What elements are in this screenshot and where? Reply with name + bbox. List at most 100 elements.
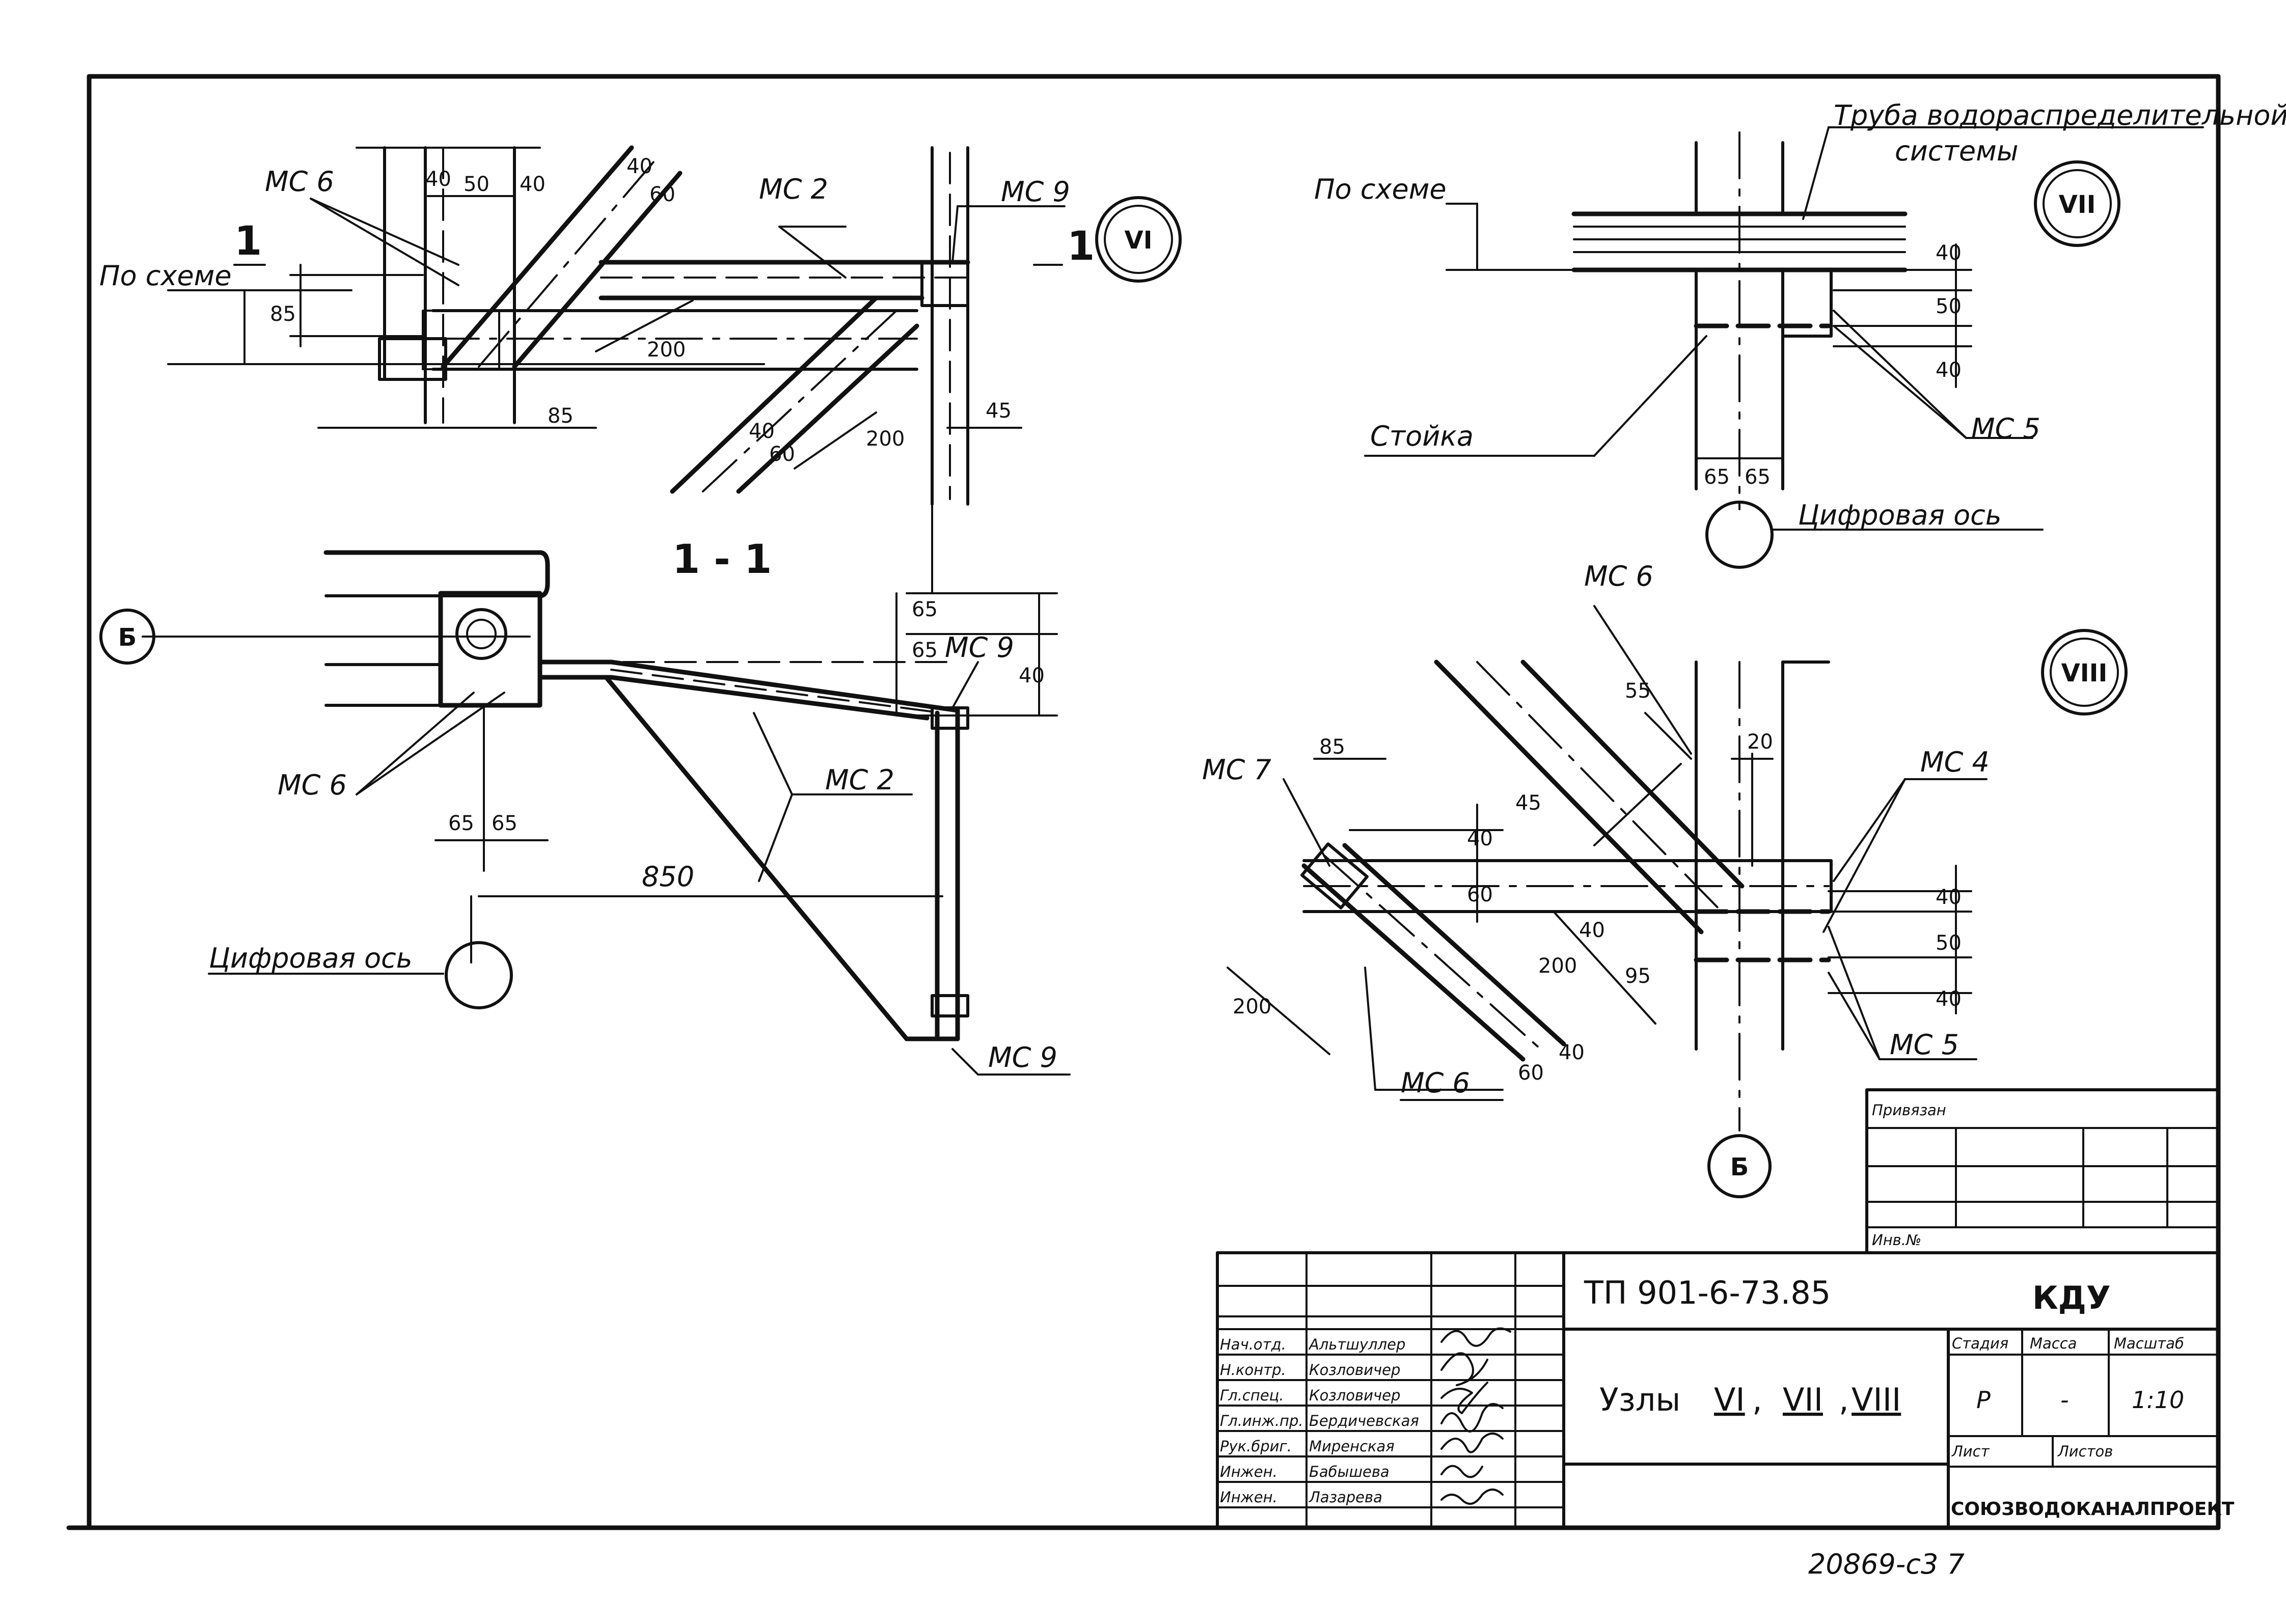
signer-role: Нач.отд. <box>1220 1336 1286 1353</box>
signer-name: Козловичер <box>1309 1387 1400 1404</box>
label-cifrovaya-os-left: Цифровая ось <box>209 942 413 974</box>
label-mc6-viii-bottom: МС 6 <box>1401 1067 1470 1099</box>
dim-200-b: 200 <box>866 427 905 451</box>
axis-b-bubble-left <box>99 609 155 665</box>
label-po-skheme-vi: По схеме <box>99 260 232 292</box>
node-vi-number: VI <box>1124 226 1152 255</box>
inv-no-label: Инв.№ <box>1872 1231 1921 1249</box>
dim-65-section-c: 65 <box>912 598 938 621</box>
dim-65-vii-b: 65 <box>1745 465 1771 489</box>
signer-role: Инжен. <box>1220 1463 1277 1480</box>
section-title: 1 - 1 <box>672 537 772 583</box>
massa-header: Масса <box>2030 1335 2077 1352</box>
dim-95-viii: 95 <box>1625 965 1651 988</box>
sheet-title-prefix: Узлы <box>1599 1381 1680 1418</box>
dim-40-viii-e: 40 <box>1936 987 1962 1011</box>
org-name: СОЮЗВОДОКАНАЛПРОЕКТ <box>1951 1499 2235 1520</box>
dim-850: 850 <box>642 861 694 893</box>
dim-200-a: 200 <box>647 338 686 362</box>
dim-40-a: 40 <box>425 168 451 191</box>
doc-code: ТП 901-6-73.85 <box>1584 1274 1831 1311</box>
axis-digit-bubble-right <box>1705 501 1774 569</box>
node-vii-drawing <box>1364 126 2204 531</box>
label-po-skheme-vii: По схеме <box>1314 173 1447 205</box>
label-truba2: системы <box>1895 135 2019 167</box>
dim-40-section: 40 <box>1019 664 1045 687</box>
section-1-1-labels: 1 - 1 Б МС 6 МС 2 МС 9 МС 9 Цифровая ось… <box>99 537 1057 1074</box>
list-label: Лист <box>1951 1443 1990 1460</box>
dim-40-b: 40 <box>520 173 546 196</box>
dim-200-viii-b: 200 <box>1233 995 1271 1019</box>
title-block: ТП 901-6-73.85 КДУ Узлы VI , VII , VIII … <box>1216 1251 2235 1529</box>
dim-20-viii: 20 <box>1747 730 1773 754</box>
dim-65-section-b: 65 <box>492 812 518 835</box>
masshtab-header: Масштаб <box>2114 1335 2184 1352</box>
sheet-title-vi: VI <box>1714 1381 1745 1418</box>
footer-number: 20869-с3 7 <box>1808 1548 1965 1580</box>
axis-b-bubble-bottom <box>1707 1134 1772 1198</box>
dim-40-vii-b: 40 <box>1936 359 1962 382</box>
dim-200-viii-a: 200 <box>1538 954 1577 978</box>
signer-role: Инжен. <box>1220 1489 1277 1506</box>
label-mc4: МС 4 <box>1920 746 1990 778</box>
dim-65-vii-a: 65 <box>1704 465 1730 489</box>
signer-name: Лазарева <box>1309 1489 1382 1506</box>
label-mc9-section-top: МС 9 <box>945 631 1014 664</box>
signer-name: Козловичер <box>1309 1361 1400 1379</box>
dim-50-viii: 50 <box>1936 931 1962 955</box>
dim-60-b: 60 <box>769 443 795 466</box>
label-mc9-vi: МС 9 <box>1001 176 1070 208</box>
label-cifrovaya-os-right: Цифровая ось <box>1798 499 2002 531</box>
node-vi-badge: VI <box>1095 196 1182 283</box>
label-mc6-vi: МС 6 <box>265 166 334 198</box>
label-mc5-vii: МС 5 <box>1971 412 2040 445</box>
axis-b-bottom: Б <box>1730 1153 1749 1181</box>
label-truba: Труба водораспределительной <box>1834 99 2286 131</box>
dim-40-c: 40 <box>627 155 652 178</box>
section-1-1-drawing <box>142 147 1071 1076</box>
node-viii-labels: МС 6 МС 7 МС 4 МС 5 МС 6 Б 85 40 60 55 4… <box>1202 560 1990 1198</box>
dim-65-section-d: 65 <box>912 639 938 662</box>
label-stoyka: Стойка <box>1370 420 1474 452</box>
signers-table: Нач.отд. Альтшуллер Н.контр. Козловичер … <box>1220 1336 1419 1506</box>
node-vi-labels: МС 6 МС 2 МС 9 По схеме 1 1 40 50 40 85 … <box>99 155 1095 466</box>
dim-45-viii: 45 <box>1515 791 1541 815</box>
binding-block: Привязан Инв.№ <box>1865 1088 2220 1254</box>
label-mc2-vi: МС 2 <box>759 173 828 205</box>
dim-60-viii-b: 60 <box>1518 1061 1544 1085</box>
label-mc7: МС 7 <box>1202 754 1271 786</box>
signer-role: Рук.бриг. <box>1220 1438 1292 1455</box>
stadiya-header: Стадия <box>1952 1335 2008 1352</box>
label-mc6-viii-top: МС 6 <box>1584 560 1653 592</box>
dim-50-vii: 50 <box>1936 295 1962 318</box>
dim-55-viii: 55 <box>1625 679 1651 703</box>
dim-45: 45 <box>986 399 1012 423</box>
signer-name: Альтшуллер <box>1308 1336 1405 1353</box>
axis-b-left: Б <box>118 623 137 652</box>
signer-name: Миренская <box>1309 1438 1395 1455</box>
dim-60-a: 60 <box>649 183 675 206</box>
mass-value: - <box>2060 1386 2069 1414</box>
sheet-title-vii: VII <box>1783 1381 1823 1418</box>
signer-role: Н.контр. <box>1220 1361 1286 1379</box>
node-vii-labels: По схеме Труба водораспределительной сис… <box>1314 99 2286 569</box>
dim-40-d: 40 <box>749 420 775 443</box>
doc-kdu: КДУ <box>2032 1279 2111 1316</box>
dim-40-viii-a: 40 <box>1467 827 1493 850</box>
dim-65-section-a: 65 <box>448 812 474 835</box>
sheet-title-comma-1: , <box>1752 1381 1762 1418</box>
label-mc2-section: МС 2 <box>825 764 894 796</box>
dim-40-viii-c: 40 <box>1559 1041 1585 1064</box>
dim-40-viii-d: 40 <box>1936 886 1962 909</box>
signer-name: Бабышева <box>1309 1463 1390 1480</box>
node-vii-number: VII <box>2059 190 2096 219</box>
privyazan-label: Привязан <box>1872 1102 1946 1119</box>
stage-value: Р <box>1976 1386 1991 1414</box>
label-mc5-viii: МС 5 <box>1890 1029 1959 1061</box>
section-mark-left: 1 <box>234 218 262 264</box>
sheet-title-viii: VIII <box>1852 1381 1901 1418</box>
axis-digit-bubble-left <box>445 941 513 1009</box>
sheet-title-comma-2: , <box>1839 1381 1849 1418</box>
signer-name: Бердичевская <box>1309 1412 1419 1429</box>
